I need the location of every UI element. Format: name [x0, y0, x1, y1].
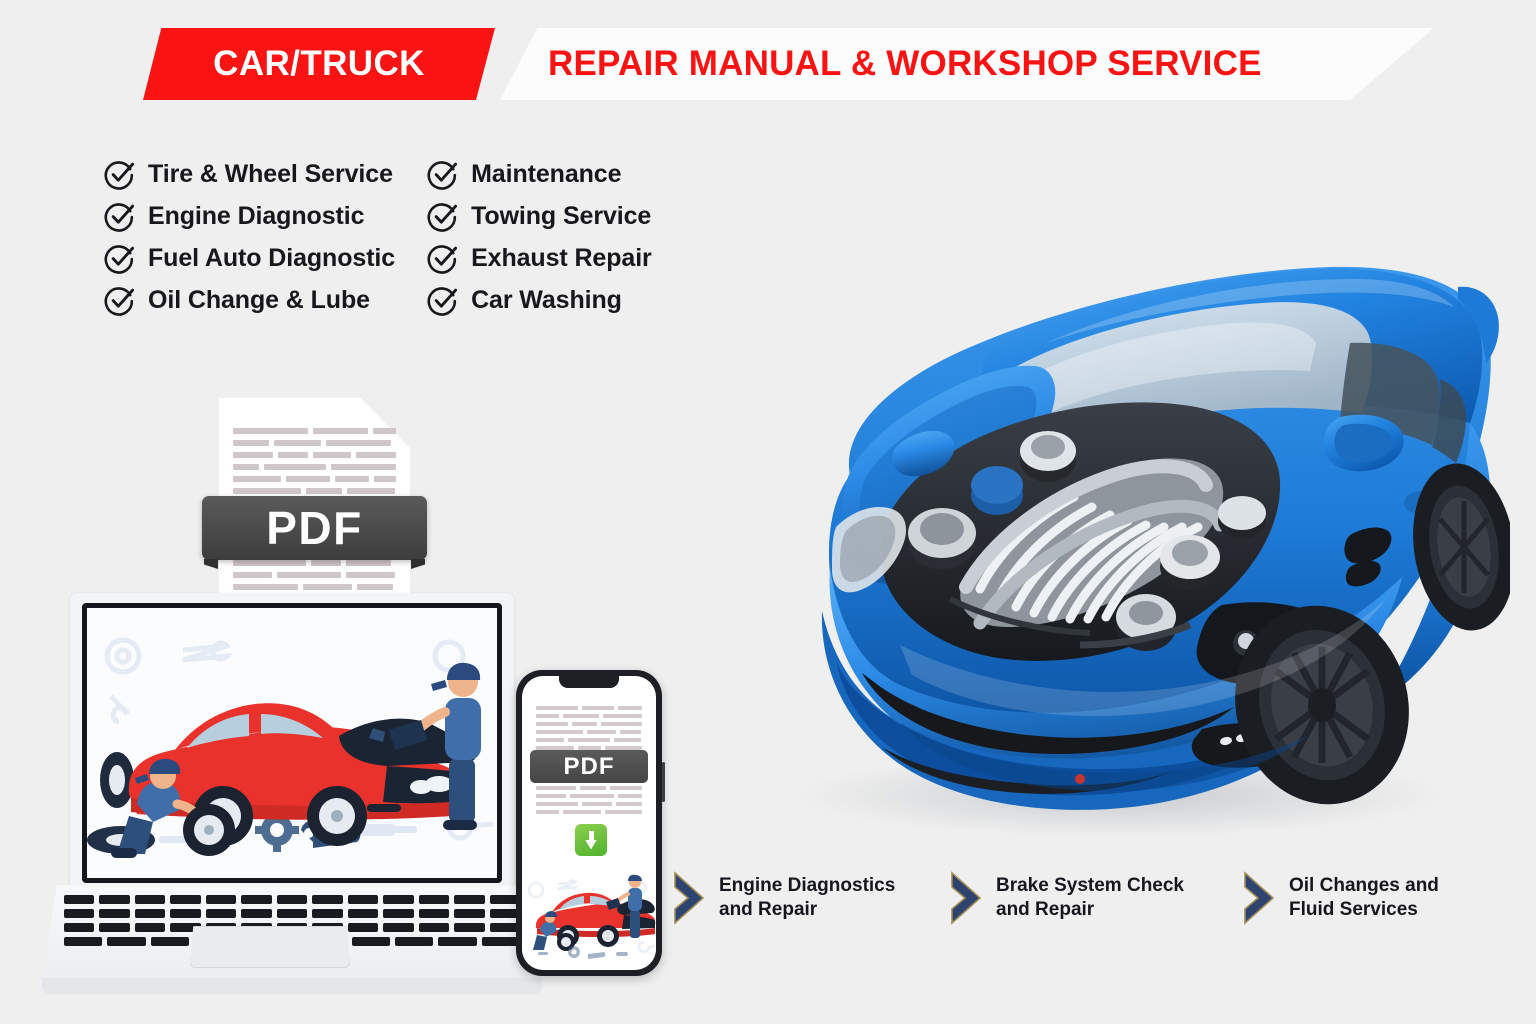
check-circle-icon	[104, 159, 136, 191]
checklist-item-label: Car Washing	[471, 286, 622, 314]
check-circle-icon	[427, 243, 459, 275]
header-banner: CAR/TRUCK REPAIR MANUAL & WORKSHOP SERVI…	[0, 28, 1536, 100]
checklist-item: Maintenance	[427, 158, 652, 191]
laptop-lid	[70, 593, 514, 893]
headlight-left	[832, 507, 907, 593]
checklist-item-label: Maintenance	[471, 160, 622, 188]
laptop-base	[42, 885, 542, 980]
checklist-item-label: Fuel Auto Diagnostic	[148, 244, 396, 272]
front-wheel	[1235, 605, 1409, 805]
checklist-column-1: Tire & Wheel Service Engine Diagnostic	[104, 158, 395, 317]
checklist-item: Oil Change & Lube	[104, 284, 395, 317]
engine-intake-manifold	[959, 458, 1227, 630]
checklist-item: Engine Diagnostic	[104, 200, 395, 233]
check-circle-icon	[104, 201, 136, 233]
mechanic-oil	[369, 662, 481, 830]
checklist-item: Car Washing	[427, 284, 652, 317]
hero-car-image	[650, 175, 1515, 855]
engine-components	[908, 431, 1266, 651]
rear-wheel	[1413, 463, 1515, 631]
check-circle-icon	[427, 285, 459, 317]
feature-callouts: Engine Diagnostics and Repair Brake Syst…	[672, 862, 1512, 942]
chevron-right-icon	[1242, 870, 1276, 926]
feature-label: Oil Changes and Fluid Services	[1289, 874, 1439, 920]
checklist-item: Fuel Auto Diagnostic	[104, 242, 395, 275]
mechanic-tire	[111, 758, 235, 858]
check-circle-icon	[104, 285, 136, 317]
phone-pdf-ribbon: PDF	[530, 750, 648, 783]
car-repair-illustration	[87, 608, 497, 878]
check-circle-icon	[427, 201, 459, 233]
feature-item: Brake System Check and Repair	[949, 870, 1184, 926]
phone-screen: PDF	[522, 676, 656, 970]
feature-item: Engine Diagnostics and Repair	[672, 870, 895, 926]
laptop-mockup	[42, 593, 542, 998]
phone-car-illustration	[522, 866, 656, 962]
phone-mechanic-right	[606, 874, 642, 938]
download-arrow-icon	[585, 830, 597, 850]
checklist-item: Towing Service	[427, 200, 652, 233]
phone-pdf-ribbon-label: PDF	[563, 752, 615, 780]
checklist-column-2: Maintenance Towing Service	[427, 158, 652, 317]
smartphone-mockup: PDF	[516, 670, 665, 976]
check-circle-icon	[104, 243, 136, 275]
pdf-ribbon-label: PDF	[266, 502, 363, 554]
checklist-item-label: Exhaust Repair	[471, 244, 652, 272]
checklist-item-label: Tire & Wheel Service	[148, 160, 393, 188]
header-badge: CAR/TRUCK	[143, 28, 495, 100]
checklist-item-label: Engine Diagnostic	[148, 202, 365, 230]
header-badge-label: CAR/TRUCK	[213, 44, 425, 83]
laptop-foot	[42, 978, 542, 994]
phone-download-button[interactable]	[575, 824, 607, 856]
checklist-item-label: Towing Service	[471, 202, 652, 230]
laptop-screen	[82, 603, 502, 883]
pdf-ribbon: PDF	[202, 496, 427, 560]
feature-label: Engine Diagnostics and Repair	[719, 874, 896, 920]
checklist-item: Exhaust Repair	[427, 242, 652, 275]
laptop-trackpad[interactable]	[190, 926, 350, 968]
checklist-item-label: Oil Change & Lube	[148, 286, 370, 314]
phone-mechanic-left	[533, 911, 575, 951]
chevron-right-icon	[672, 870, 706, 926]
phone-notch	[559, 676, 619, 688]
feature-label: Brake System Check and Repair	[996, 874, 1184, 920]
page-title: REPAIR MANUAL & WORKSHOP SERVICE	[548, 44, 1262, 83]
phone-power-button[interactable]	[662, 762, 665, 802]
checklist-item: Tire & Wheel Service	[104, 158, 395, 191]
chevron-right-icon	[949, 870, 983, 926]
header-title-panel: REPAIR MANUAL & WORKSHOP SERVICE	[500, 28, 1434, 100]
feature-item: Oil Changes and Fluid Services	[1242, 870, 1439, 926]
service-checklist: Tire & Wheel Service Engine Diagnostic	[104, 158, 652, 317]
check-circle-icon	[427, 159, 459, 191]
